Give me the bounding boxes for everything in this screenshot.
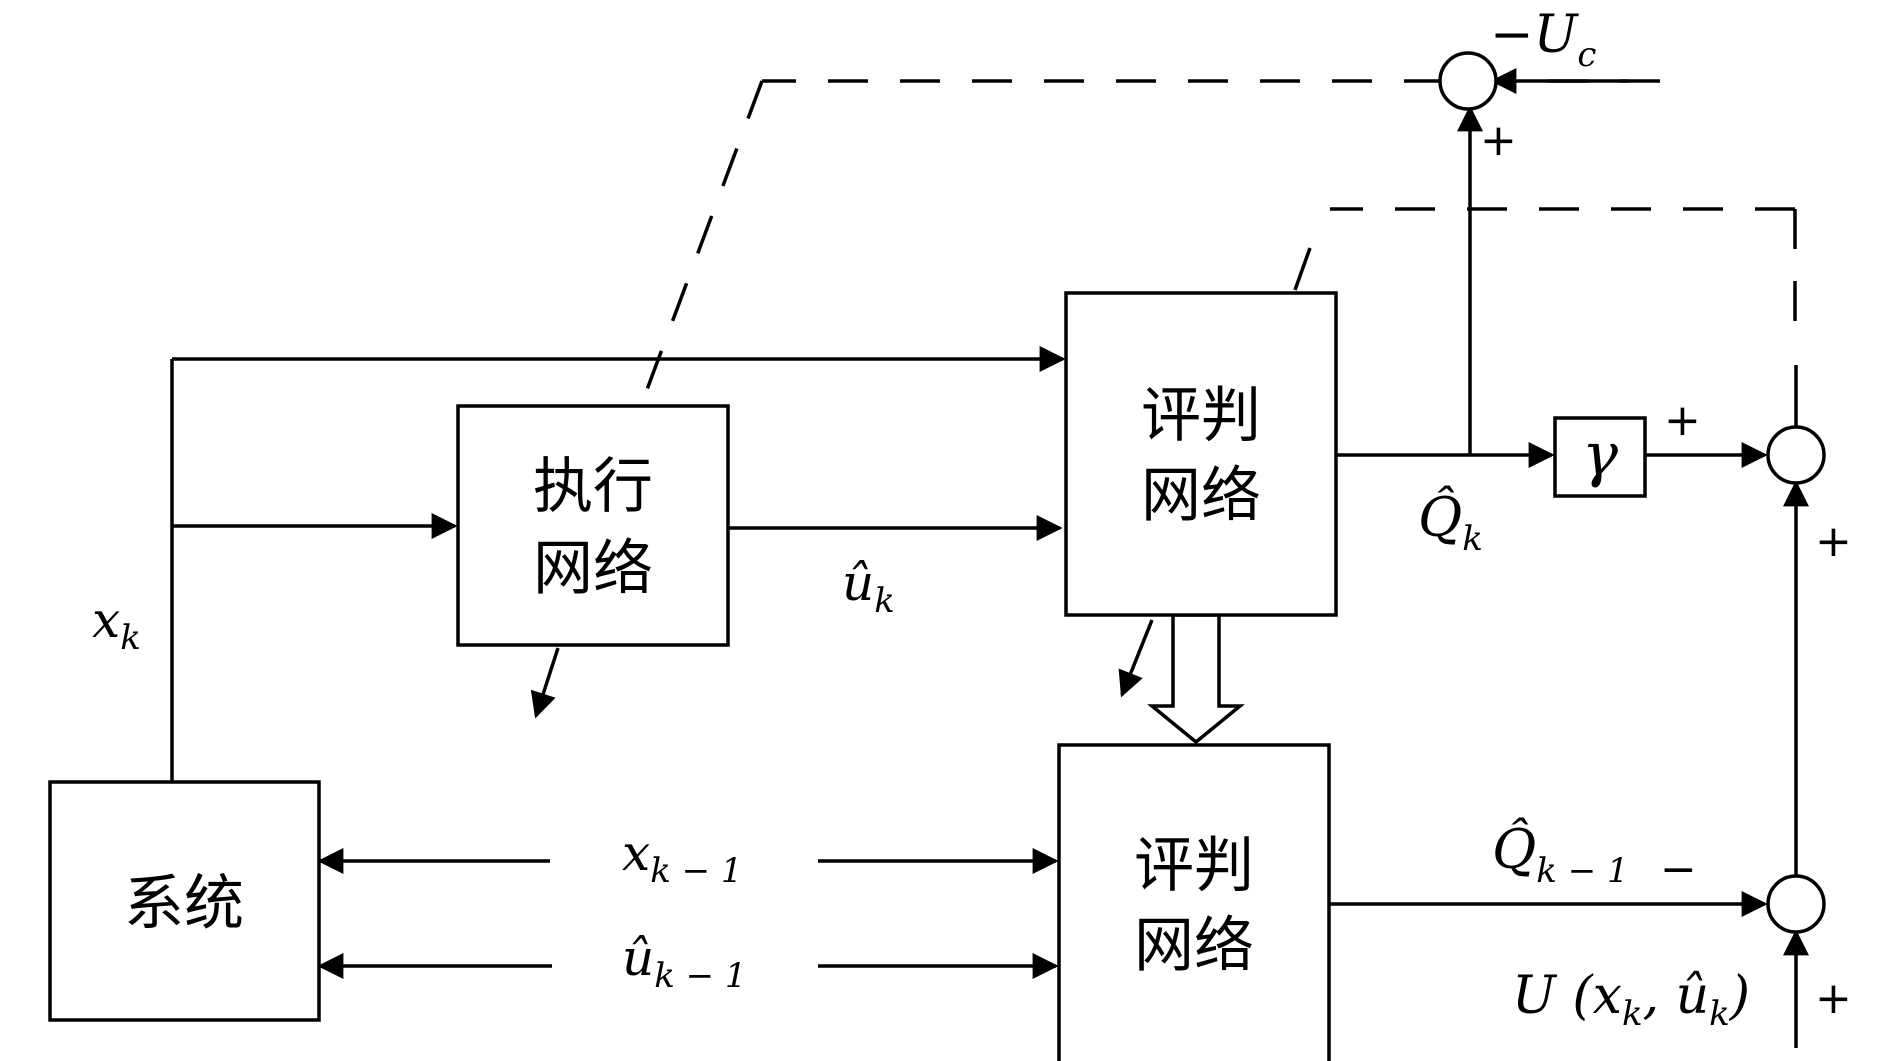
summing-junction-bottom	[1766, 874, 1826, 934]
sign-gamma-plus: +	[1664, 395, 1701, 446]
critic-bottom-output-lines	[1328, 365, 1809, 1048]
label-qk-minus-1-hat: Q̂k − 1	[1492, 817, 1629, 891]
system-label: 系统	[124, 869, 244, 939]
gamma-label: γ	[1582, 420, 1618, 490]
critic-bottom-label-line2: 网络	[1134, 911, 1254, 981]
actor-network-label-line1: 执行	[533, 452, 653, 522]
sign-top-plus: +	[1480, 115, 1517, 166]
label-xk: xk	[92, 591, 141, 658]
weight-copy-arrow	[1147, 613, 1245, 745]
summing-junction-right	[1766, 425, 1826, 485]
xk-feed-lines	[170, 346, 1066, 782]
critic-top-label-line1: 评判	[1141, 381, 1261, 451]
label-xk-minus-1: xk − 1	[622, 824, 743, 891]
label-minus-uc: −Uc	[1490, 5, 1596, 75]
delayed-signal-lines	[317, 848, 1059, 979]
critic-top-label-line2: 网络	[1141, 461, 1261, 531]
actor-update-arrow	[530, 647, 560, 719]
actor-network-label-line2: 网络	[533, 534, 653, 604]
sign-right-plus: +	[1815, 516, 1852, 567]
label-uk-hat: ûk	[842, 554, 895, 621]
dashed-critic-tuning-path	[1293, 207, 1797, 325]
critic-update-arrow	[1118, 619, 1154, 698]
qk-branch-lines	[1336, 68, 1768, 468]
summing-junction-top	[1438, 51, 1498, 111]
sign-bottom-minus: −	[1660, 844, 1697, 895]
gamma-block: γ	[1553, 416, 1647, 498]
critic-bottom-label-line1: 评判	[1134, 831, 1254, 901]
label-utility: U (xk, ûk)	[1512, 966, 1750, 1034]
system-block: 系统	[48, 780, 321, 1022]
actor-network-block: 执行 网络	[456, 404, 730, 647]
label-uk-minus-1-hat: ûk − 1	[622, 929, 747, 996]
critic-network-top-block: 评判 网络	[1064, 291, 1338, 617]
label-qk-hat: Q̂k	[1418, 485, 1483, 559]
critic-network-bottom-block: 评判 网络	[1057, 743, 1331, 1061]
sign-bottom-plus: +	[1815, 973, 1852, 1024]
